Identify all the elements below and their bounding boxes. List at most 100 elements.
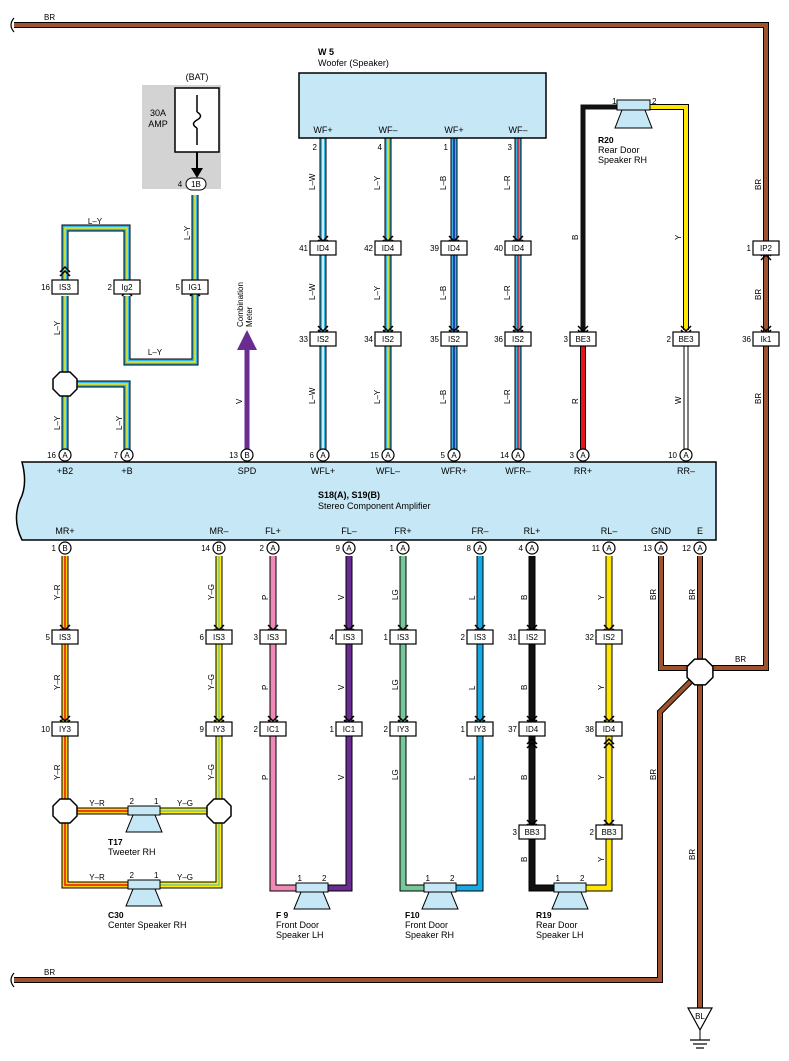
speaker-t17-cone bbox=[125, 814, 163, 833]
lbl-br-c: BR bbox=[754, 393, 763, 404]
fuse-amp-2: AMP bbox=[148, 119, 168, 129]
r20-id: R20 bbox=[598, 135, 614, 145]
row2-box-4-conn: IY3 bbox=[397, 725, 410, 734]
amp-top-pin-0-letter: A bbox=[62, 451, 68, 460]
is2-box-2-conn: IS2 bbox=[448, 335, 461, 344]
ig2-conn: Ig2 bbox=[121, 283, 133, 292]
id4-box-3-conn: ID4 bbox=[512, 244, 525, 253]
amp-bot-term-3: FL– bbox=[341, 526, 357, 536]
row2-chev-5-chev-0 bbox=[474, 715, 486, 723]
id4-box-2-conn: ID4 bbox=[448, 244, 461, 253]
r20-name-1: Rear Door bbox=[598, 145, 640, 155]
amp-bot-pin-3-letter: A bbox=[346, 544, 352, 553]
row1-box-4 bbox=[389, 629, 417, 645]
amp-bot-term-4: FR+ bbox=[394, 526, 411, 536]
row2-chev-7-chev-0 bbox=[603, 715, 615, 723]
junction-tweeter-left bbox=[52, 798, 78, 824]
is3-top-chev-chev-0 bbox=[59, 269, 71, 277]
row2-box-7-conn: ID4 bbox=[603, 725, 616, 734]
speaker-r19-pin1: 1 bbox=[556, 874, 561, 883]
amp-top-pin-8-letter: A bbox=[683, 451, 689, 460]
ig2-pin: 2 bbox=[108, 283, 113, 292]
id4-box-2-pin: 39 bbox=[430, 244, 439, 253]
amp-bot-term-1: MR– bbox=[209, 526, 228, 536]
id4-box-0-conn: ID4 bbox=[317, 244, 330, 253]
wire-ly-network bbox=[61, 195, 199, 450]
row2-box-1-conn: IY3 bbox=[213, 725, 226, 734]
amp-bot-pin-7-letter: A bbox=[606, 544, 612, 553]
bot-lbl-a-0: Y–R bbox=[53, 584, 62, 600]
speaker-f10-pin2: 2 bbox=[450, 874, 455, 883]
speaker-t17-body bbox=[127, 805, 161, 816]
woofer-lbl-a-2: L–B bbox=[439, 176, 448, 190]
amp-bot-pin-2 bbox=[266, 541, 280, 555]
amp-bot-pin-9 bbox=[693, 541, 707, 555]
lbl-ly-mid: L–Y bbox=[148, 348, 163, 357]
woofer-lbl-b-2: L–B bbox=[439, 286, 448, 300]
lbl-br-ground: BR bbox=[688, 849, 697, 860]
woofer-lbl-a-3: L–R bbox=[503, 175, 512, 190]
be3-left-chev-chev-0 bbox=[577, 325, 589, 333]
amp-top-pin-7-pin: 3 bbox=[570, 451, 575, 460]
woofer-id: W 5 bbox=[318, 47, 334, 57]
lbl-ly-is3: L–Y bbox=[53, 320, 62, 335]
lbl-ly-b2: L–Y bbox=[53, 415, 62, 430]
amp-top-term-3: WFL+ bbox=[311, 466, 335, 476]
lbl-w-rr: W bbox=[674, 396, 683, 404]
lbl-ly-b: L–Y bbox=[115, 415, 124, 430]
speaker-c30-body bbox=[127, 879, 161, 890]
bb3-left-pin: 3 bbox=[513, 828, 518, 837]
speaker-f10-id: F10 bbox=[405, 910, 420, 920]
lbl-br-e: BR bbox=[688, 589, 697, 600]
row1-box-6 bbox=[518, 629, 546, 645]
row1-box-7-pin: 32 bbox=[585, 633, 594, 642]
amp-bot-pin-0-pin: 1 bbox=[52, 544, 57, 553]
amp-top-pin-2 bbox=[240, 448, 254, 462]
amplifier-box: S18(A), S19(B) Stereo Component Amplifie… bbox=[15, 461, 717, 541]
amp-top-pin-2-pin: 13 bbox=[229, 451, 238, 460]
id4-box-0-pin: 41 bbox=[299, 244, 308, 253]
speaker-f10-name2: Speaker RH bbox=[405, 930, 454, 940]
row1-box-0-conn: IS3 bbox=[59, 633, 72, 642]
ip2-pin: 1 bbox=[747, 244, 752, 253]
woofer-pin-0: 2 bbox=[313, 143, 318, 152]
row1-box-1-pin: 6 bbox=[200, 633, 205, 642]
is2-box-1 bbox=[374, 331, 402, 347]
amp-bot-pin-6-letter: A bbox=[529, 544, 535, 553]
lbl-b-r20: B bbox=[571, 235, 580, 240]
row1-box-5 bbox=[466, 629, 494, 645]
is3-top-chev-chev-1 bbox=[59, 265, 71, 273]
amp-top-pin-7-letter: A bbox=[580, 451, 586, 460]
is2-box-3-conn: IS2 bbox=[512, 335, 525, 344]
row2-chev-0-chev-0 bbox=[59, 715, 71, 723]
woofer-term-1: WF– bbox=[379, 125, 398, 135]
speaker-t17-name1: Tweeter RH bbox=[108, 847, 156, 857]
woofer-is2-chev-3-chev-0 bbox=[512, 325, 524, 333]
speaker-t17-pin2: 1 bbox=[154, 797, 159, 806]
woofer-lbl-a-0: L–W bbox=[308, 173, 317, 190]
amp-bot-pin-1 bbox=[212, 541, 226, 555]
woofer-lbl-b-3: L–R bbox=[503, 285, 512, 300]
row2-box-5 bbox=[466, 721, 494, 737]
amp-top-pin-8-pin: 10 bbox=[668, 451, 677, 460]
row2-box-6 bbox=[518, 721, 546, 737]
woofer-lbl-c-0: L–W bbox=[308, 387, 317, 404]
speaker-f9-name2: Speaker LH bbox=[276, 930, 324, 940]
bb3-right-pin: 2 bbox=[590, 828, 595, 837]
is2-box-2-pin: 35 bbox=[430, 335, 439, 344]
woofer-is2-chev-1-chev-0 bbox=[382, 325, 394, 333]
bot-lbl-b-1: Y–G bbox=[207, 674, 216, 690]
ip2-conn: IP2 bbox=[760, 244, 773, 253]
bot-lbl-c-3: V bbox=[337, 774, 346, 780]
bot-lbl-c-0: Y–R bbox=[53, 764, 62, 780]
speaker-r19-pin2: 2 bbox=[580, 874, 585, 883]
fuse-pin: 4 bbox=[178, 180, 183, 189]
woofer-lbl-b-0: L–W bbox=[308, 283, 317, 300]
bot-lbl-a-4: LG bbox=[391, 589, 400, 600]
row1-box-5-pin: 2 bbox=[461, 633, 466, 642]
speaker-c30-pin2: 1 bbox=[154, 871, 159, 880]
woofer-is2-chev-2-chev-0 bbox=[448, 325, 460, 333]
row1-box-2-conn: IS3 bbox=[267, 633, 280, 642]
row2-chev-4-chev-0 bbox=[397, 715, 409, 723]
amp-bot-pin-9-letter: A bbox=[697, 544, 703, 553]
